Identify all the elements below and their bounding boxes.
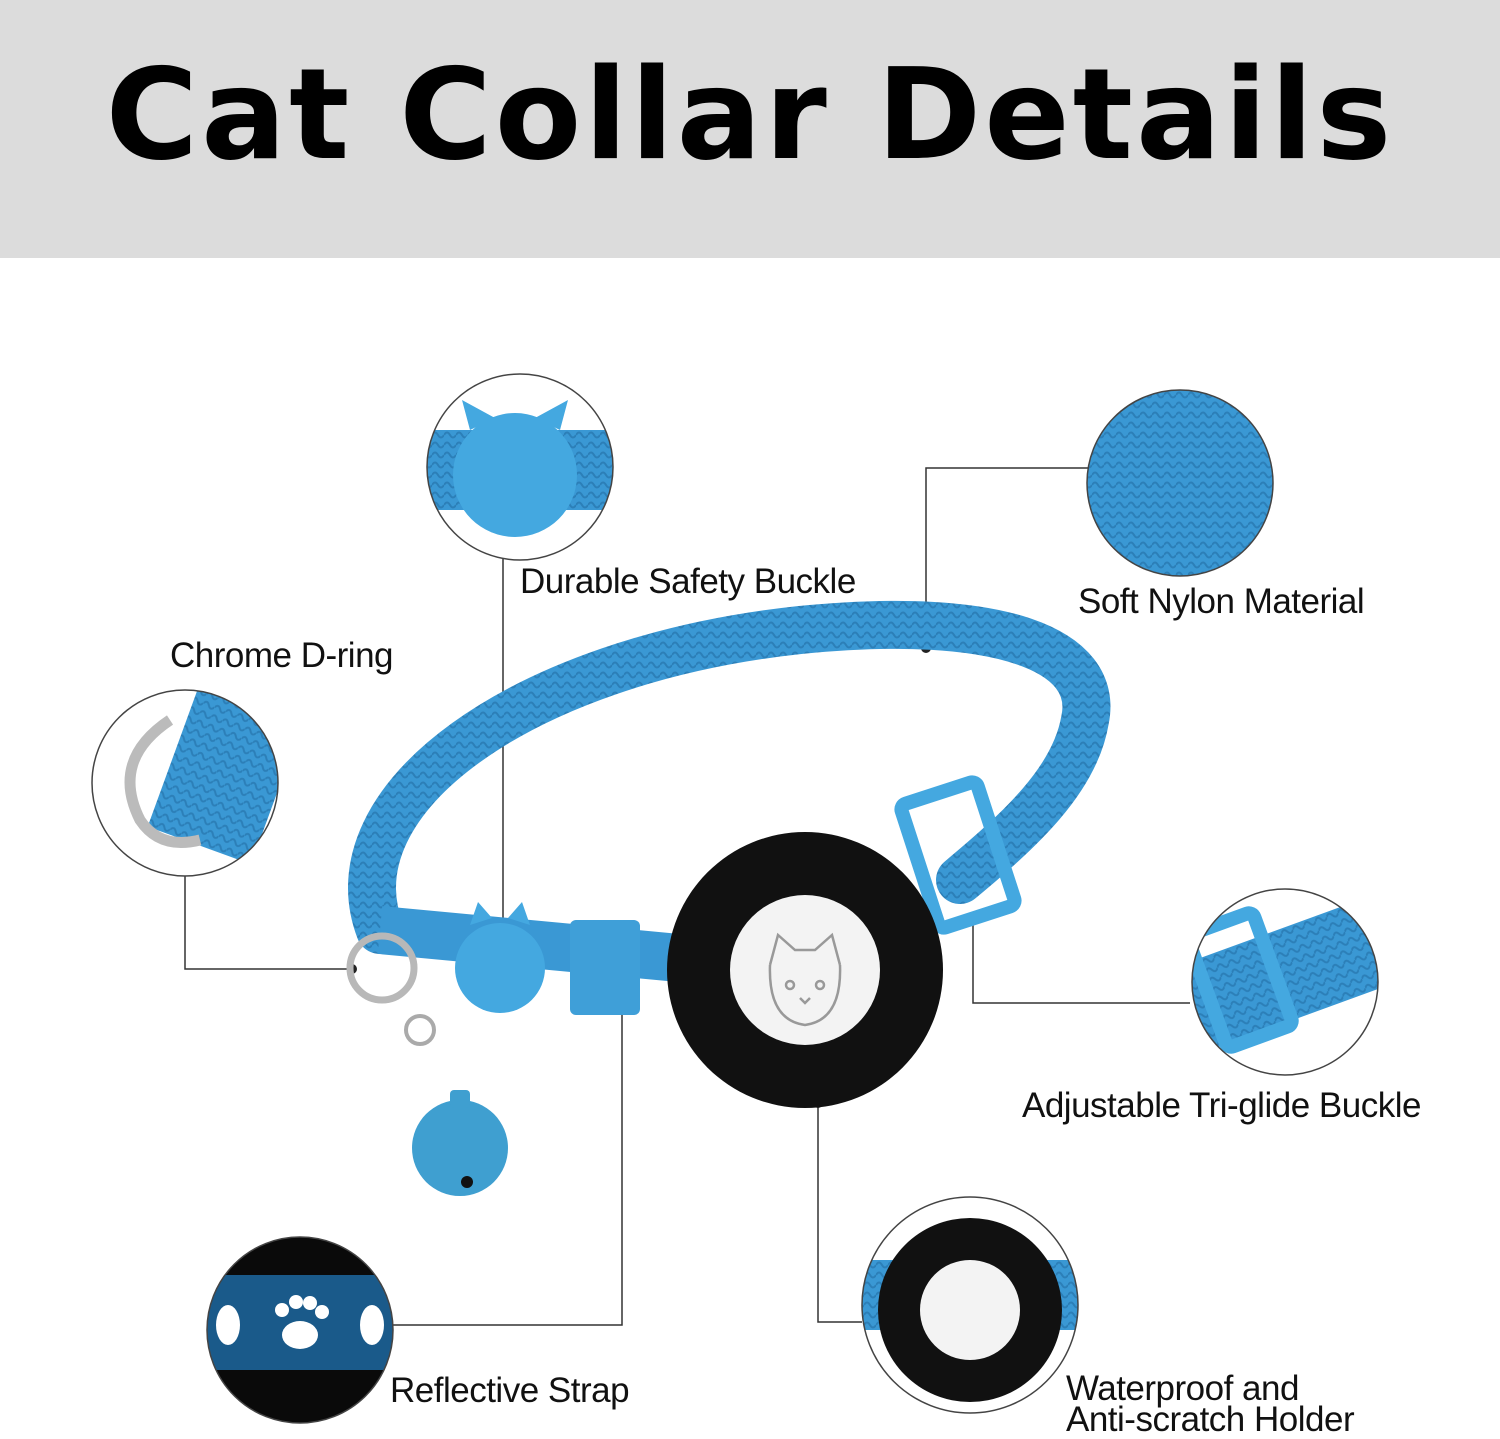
triglide-buckle	[894, 775, 1022, 935]
detail-holder	[862, 1197, 1078, 1413]
collar-band	[348, 600, 1111, 984]
label-holder-line1: Waterproof and	[1066, 1369, 1299, 1408]
airtag-holder	[667, 832, 943, 1108]
detail-nylon	[1087, 390, 1273, 576]
detail-triglide	[1192, 890, 1378, 1075]
detail-dring	[92, 690, 278, 876]
safety-buckle	[455, 902, 640, 1015]
label-nylon: Soft Nylon Material	[1078, 582, 1365, 621]
detail-reflective	[207, 1237, 393, 1423]
label-triglide: Adjustable Tri-glide Buckle	[1022, 1086, 1421, 1125]
leader-lines	[184, 467, 1190, 1326]
leader-reflective	[393, 985, 623, 1326]
label-reflective: Reflective Strap	[390, 1371, 630, 1410]
leader-nylon	[925, 467, 1088, 648]
label-safety-buckle: Durable Safety Buckle	[520, 562, 856, 601]
detail-buckle	[427, 374, 613, 560]
leader-triglide	[972, 918, 1190, 1004]
leader-holder	[817, 1103, 862, 1323]
bell	[412, 1090, 508, 1196]
header-banner	[0, 0, 1500, 258]
leader-dring	[184, 876, 352, 970]
d-ring	[346, 932, 436, 1046]
label-holder-line2: Anti-scratch Holder	[1066, 1400, 1355, 1439]
page-title: Cat Collar Details	[105, 41, 1395, 188]
label-d-ring: Chrome D-ring	[170, 636, 394, 675]
